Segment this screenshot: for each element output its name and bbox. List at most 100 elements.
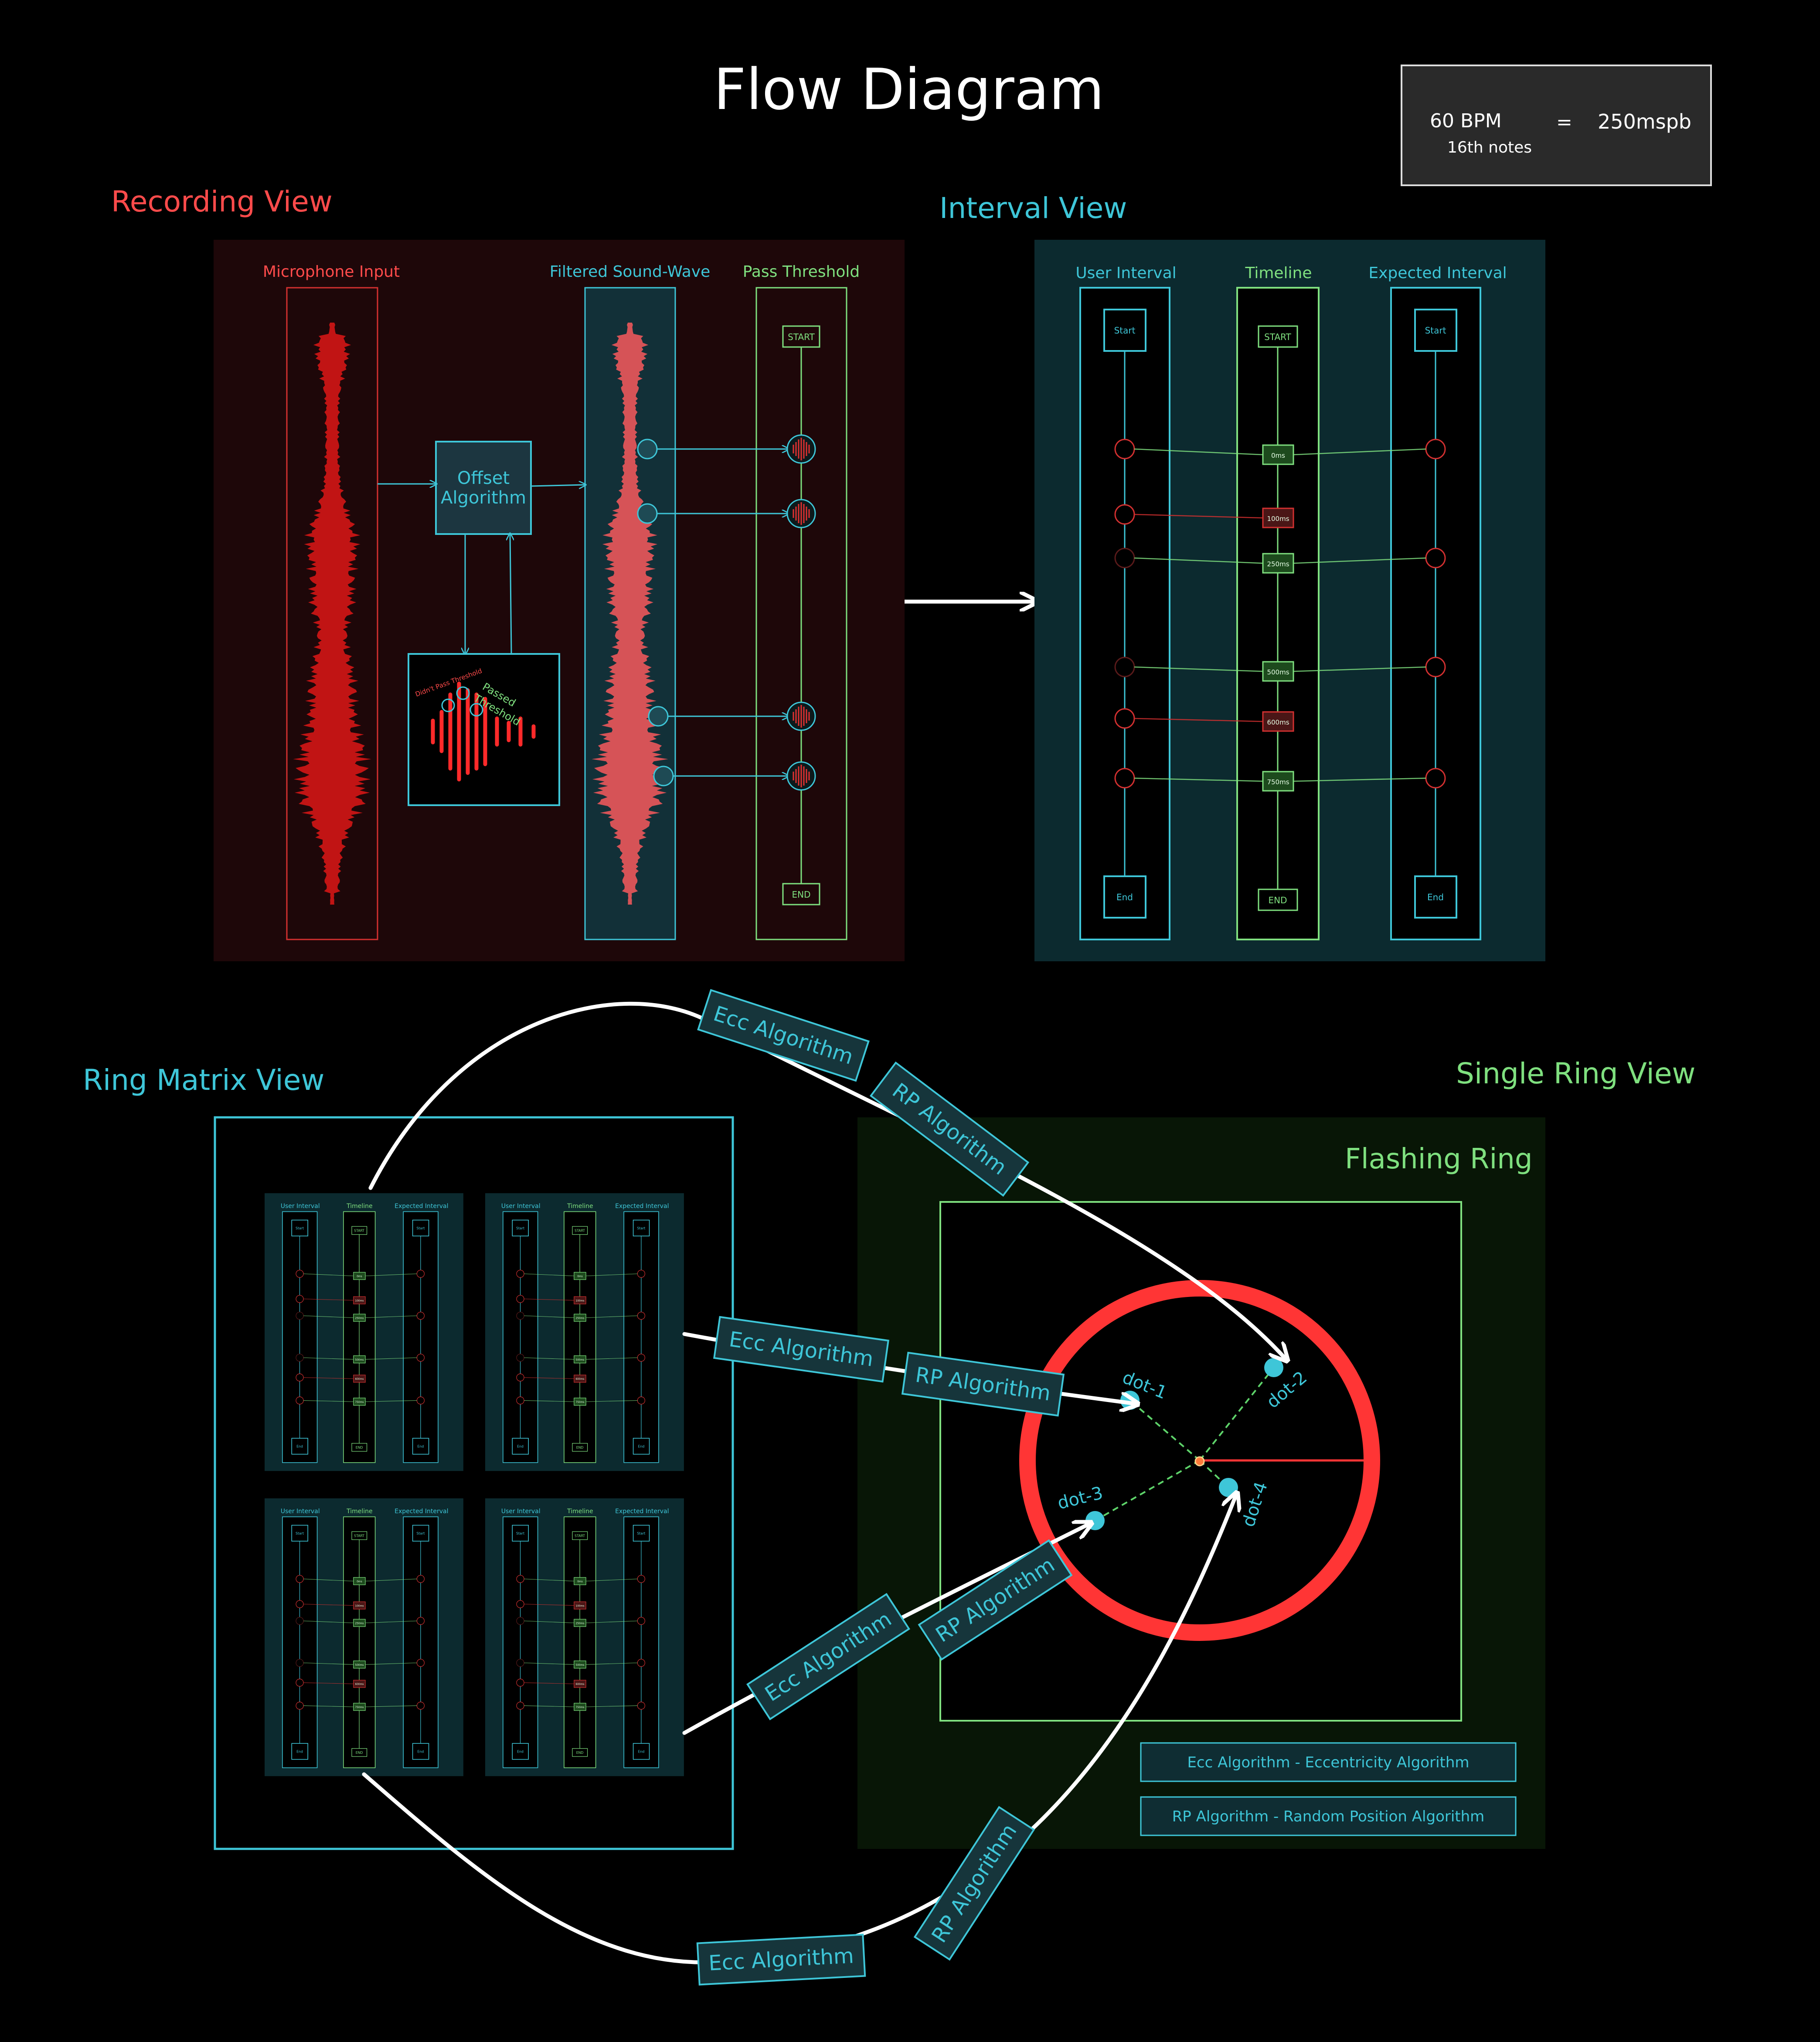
interval-text: Expected Interval xyxy=(615,1508,669,1515)
ring-matrix-panel xyxy=(214,1116,734,1850)
flashing-ring xyxy=(1019,1280,1380,1641)
interval-text: 500ms xyxy=(1267,668,1289,676)
interval-text: Expected Interval xyxy=(1368,264,1507,282)
interval-text: Start xyxy=(637,1226,645,1230)
interval-text: Timeline xyxy=(1245,264,1312,282)
interval-text: Expected Interval xyxy=(615,1203,669,1210)
interval-text: Start xyxy=(516,1532,524,1535)
interval-text: 750ms xyxy=(1267,778,1289,786)
interval-view-heading: Interval View xyxy=(939,191,1127,225)
interval-text: 100ms xyxy=(355,1605,364,1607)
interval-text: 500ms xyxy=(355,1359,364,1361)
mic-input-column xyxy=(286,287,378,940)
dot-2 xyxy=(1264,1358,1283,1377)
legend-rp: RP Algorithm - Random Position Algorithm xyxy=(1140,1796,1517,1836)
algorithm-label: Ecc Algorithm xyxy=(697,989,870,1082)
waveform-shape xyxy=(293,323,371,905)
interval-text: START xyxy=(1264,332,1291,342)
interval-text: User Interval xyxy=(501,1203,541,1210)
bpm-text: 60 BPM xyxy=(1430,110,1502,132)
interval-text: 600ms xyxy=(576,1683,585,1686)
waveform-shape xyxy=(592,323,668,905)
legend-ecc: Ecc Algorithm - Eccentricity Algorithm xyxy=(1140,1742,1517,1782)
interval-text: END xyxy=(576,1751,584,1755)
recording-view-heading: Recording View xyxy=(111,185,333,218)
interval-text: User Interval xyxy=(1075,264,1176,282)
interval-text: 600ms xyxy=(355,1378,364,1381)
interval-text: 600ms xyxy=(355,1683,364,1686)
interval-text: 100ms xyxy=(576,1605,585,1607)
filtered-peak-marker xyxy=(637,439,658,459)
interval-text: End xyxy=(417,1749,424,1753)
interval-text: End xyxy=(296,1749,303,1753)
interval-text: Start xyxy=(416,1532,425,1535)
interval-text: END xyxy=(356,1751,363,1755)
flashing-ring-label: Flashing Ring xyxy=(1345,1143,1532,1175)
offset-line-2: Algorithm xyxy=(441,488,526,508)
interval-text: 600ms xyxy=(1267,718,1289,726)
interval-text: Start xyxy=(1425,325,1446,336)
ring-center xyxy=(1194,1456,1205,1467)
threshold-preview: Didn't Pass Threshold Passed Threshold xyxy=(408,653,560,806)
interval-text: User Interval xyxy=(281,1203,320,1210)
interval-text: Expected Interval xyxy=(395,1203,448,1210)
interval-text: End xyxy=(1116,892,1133,902)
mic-waveform xyxy=(293,323,371,905)
filtered-waveform xyxy=(592,323,668,905)
interval-text: END xyxy=(1269,895,1287,905)
pass-threshold-column xyxy=(755,287,847,940)
single-ring-heading: Single Ring View xyxy=(1456,1057,1695,1090)
interval-text: Start xyxy=(1114,325,1136,336)
interval-text: 250ms xyxy=(576,1622,585,1625)
svg-text:Ecc Algorithm - Eccentricity A: Ecc Algorithm - Eccentricity Algorithm xyxy=(1187,1754,1469,1771)
interval-text: START xyxy=(575,1229,585,1233)
filtered-peak-marker xyxy=(648,706,669,727)
interval-text: 250ms xyxy=(1267,560,1289,568)
interval-text: 750ms xyxy=(355,1401,364,1404)
interval-text: START xyxy=(575,1534,585,1538)
interval-text: Start xyxy=(516,1226,524,1230)
interval-text: 0ms xyxy=(357,1276,362,1278)
interval-text: 750ms xyxy=(576,1706,585,1709)
ring-matrix-heading: Ring Matrix View xyxy=(83,1063,324,1097)
offset-line-1: Offset xyxy=(457,468,510,488)
interval-text: 750ms xyxy=(355,1706,364,1709)
interval-text: 0ms xyxy=(577,1276,582,1278)
interval-text: 600ms xyxy=(576,1378,585,1381)
filtered-wave-label: Filtered Sound-Wave xyxy=(550,263,711,281)
interval-text: 0ms xyxy=(577,1581,582,1583)
interval-text: User Interval xyxy=(281,1508,320,1515)
interval-text: Timeline xyxy=(346,1508,373,1515)
offset-algorithm-box xyxy=(435,441,532,535)
interval-text: 250ms xyxy=(355,1317,364,1320)
interval-text: Start xyxy=(296,1532,304,1535)
dot-3 xyxy=(1085,1511,1105,1530)
interval-text: START xyxy=(354,1229,364,1233)
interval-text: START xyxy=(354,1534,364,1538)
interval-text: 250ms xyxy=(355,1622,364,1625)
interval-text: END xyxy=(576,1446,584,1450)
interval-text: 0ms xyxy=(357,1581,362,1583)
interval-text: Timeline xyxy=(567,1508,593,1515)
filtered-peak-marker xyxy=(653,766,674,786)
algorithm-label: Ecc Algorithm xyxy=(696,1933,866,1986)
interval-text: 100ms xyxy=(1267,515,1289,523)
interval-text: 250ms xyxy=(576,1317,585,1320)
interval-text: Start xyxy=(637,1532,645,1535)
interval-text: End xyxy=(638,1749,644,1753)
diagram-title: Flow Diagram xyxy=(714,56,1104,123)
interval-text: 500ms xyxy=(576,1359,585,1361)
svg-text:RP Algorithm - Random Position: RP Algorithm - Random Position Algorithm xyxy=(1172,1808,1485,1825)
interval-text: Timeline xyxy=(567,1203,593,1210)
interval-text: 100ms xyxy=(355,1300,364,1302)
note-text: 16th notes xyxy=(1447,139,1532,157)
interval-text: Timeline xyxy=(346,1203,373,1210)
interval-text: 500ms xyxy=(576,1664,585,1667)
algorithm-label: RP Algorithm xyxy=(901,1351,1065,1417)
interval-text: End xyxy=(296,1444,303,1448)
threshold-start-text: START xyxy=(788,332,815,342)
interval-text: End xyxy=(517,1749,524,1753)
